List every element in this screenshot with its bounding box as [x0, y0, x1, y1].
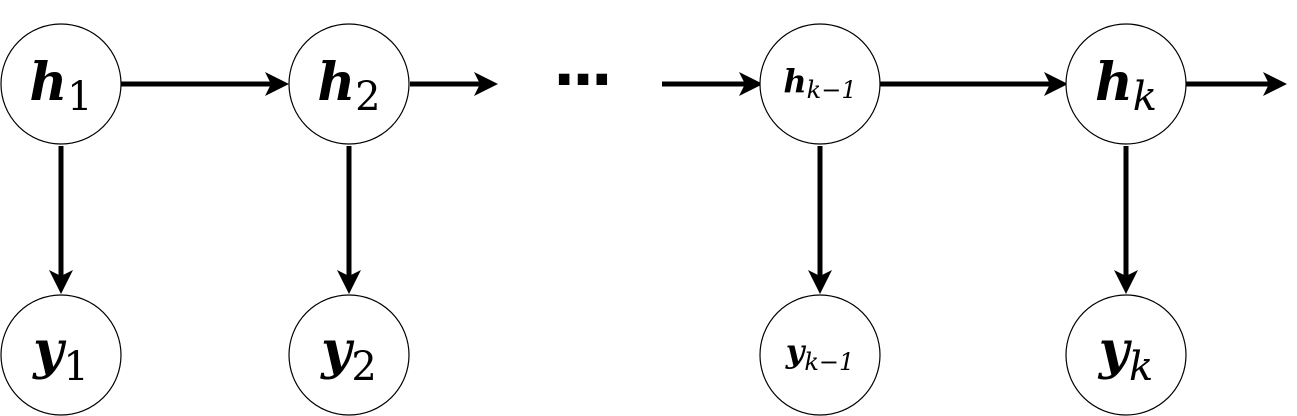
- svg-text:yk: yk: [1098, 320, 1153, 390]
- node-y2-symbol: y: [320, 320, 355, 381]
- node-hk-1-subscript: k−1: [807, 76, 857, 104]
- node-yk: yk: [1065, 294, 1187, 416]
- arrowhead-h2-y2: [337, 270, 361, 294]
- chain-ellipsis: ···: [553, 45, 609, 115]
- svg-text:y1: y1: [32, 320, 89, 390]
- arrowhead-hk-1-hk: [1044, 72, 1068, 96]
- node-h1-subscript: 1: [67, 74, 92, 120]
- arrowhead-hk-yk: [1114, 270, 1138, 294]
- node-y1-symbol: y: [32, 320, 67, 381]
- node-yk-1: yk−1: [759, 294, 881, 416]
- node-h2-subscript: 2: [355, 74, 380, 120]
- node-yk-1-subscript: k−1: [804, 348, 854, 376]
- arrowhead-h2-ellipsis: [474, 72, 498, 96]
- svg-text:h2: h2: [317, 52, 380, 120]
- node-y1: y1: [0, 294, 122, 416]
- svg-text:y2: y2: [320, 320, 377, 390]
- svg-text:hk−1: hk−1: [783, 62, 856, 104]
- node-hk: hk: [1065, 23, 1187, 145]
- svg-text:hk: hk: [1095, 52, 1157, 120]
- node-yk-subscript: k: [1129, 344, 1153, 390]
- arrowhead-hk-1-yk-1: [808, 270, 832, 294]
- node-h2: h2: [288, 23, 410, 145]
- arrowhead-ellipsis-hk-1: [739, 72, 763, 96]
- node-yk-symbol: y: [1098, 320, 1133, 381]
- svg-text:yk−1: yk−1: [785, 332, 855, 376]
- svg-text:h1: h1: [29, 52, 92, 120]
- node-hk-1-symbol: h: [783, 62, 806, 100]
- node-hk-subscript: k: [1133, 74, 1157, 120]
- arrowhead-h1-y1: [49, 270, 73, 294]
- node-y2: y2: [288, 294, 410, 416]
- node-yk-1-symbol: y: [785, 332, 807, 370]
- arrowhead-hk-next: [1263, 72, 1287, 96]
- node-hk-1: hk−1: [759, 23, 881, 145]
- node-y1-subscript: 1: [63, 344, 88, 390]
- node-y2-subscript: 2: [351, 344, 376, 390]
- node-hk-symbol: h: [1095, 52, 1133, 113]
- node-h2-symbol: h: [317, 52, 355, 113]
- node-h1: h1: [0, 23, 122, 145]
- arrowhead-h1-h2: [265, 72, 289, 96]
- node-h1-symbol: h: [29, 52, 67, 113]
